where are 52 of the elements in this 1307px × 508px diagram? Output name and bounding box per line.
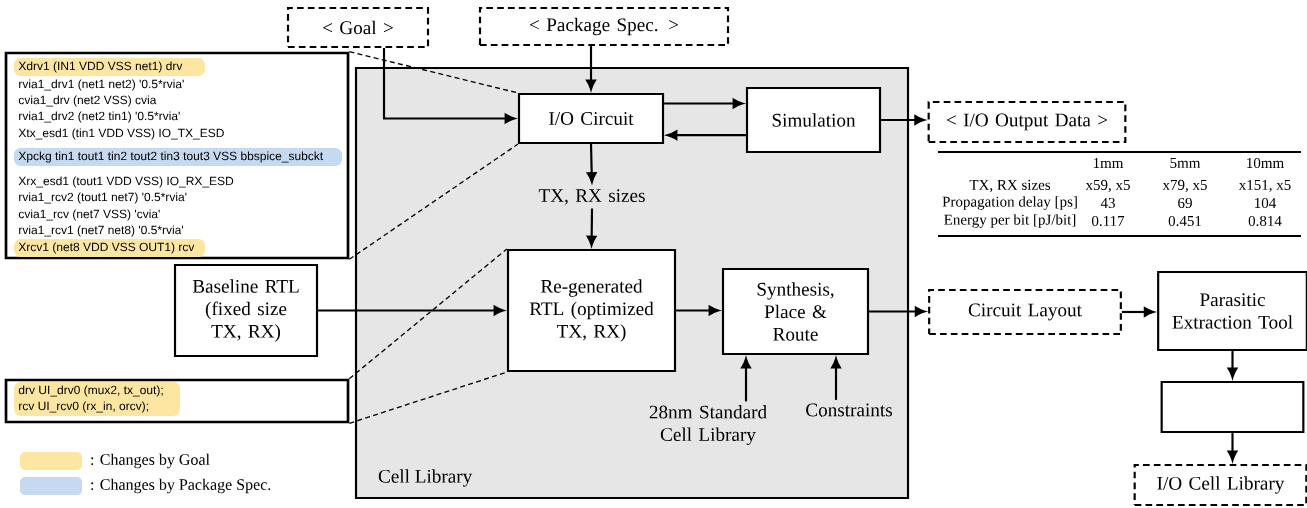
table-cell: 0.814 — [1248, 215, 1282, 227]
input-box: < Package Spec. > — [478, 6, 730, 47]
table-cell: x79, x5 — [1162, 179, 1207, 193]
input-box: < Goal > — [286, 6, 430, 49]
arrow — [1121, 307, 1155, 317]
legend-label: : Changes by Goal — [91, 453, 210, 469]
arrow — [676, 305, 720, 316]
flow-label: Constraints — [806, 403, 892, 417]
arrow — [881, 115, 925, 125]
arrow — [831, 357, 841, 400]
table-cell: 0.451 — [1168, 215, 1201, 227]
table-cell: x151, x5 — [1238, 179, 1291, 193]
zoom-line — [348, 248, 508, 380]
process-box: Synthesis, Place & Route — [721, 267, 870, 356]
table-cell: Energy per bit [pJ/bit] — [944, 214, 1076, 228]
arrow — [586, 208, 597, 247]
table-cell: 43 — [1100, 197, 1115, 209]
process-box: Baseline RTL (fixed size TX, RX) — [173, 263, 319, 358]
arrow — [1227, 433, 1238, 462]
table-cell: 104 — [1255, 197, 1276, 209]
output-box: Circuit Layout — [928, 288, 1122, 336]
process-box: I/O Circuit — [517, 92, 665, 145]
code-box: Xdrv1 (IN1 VDD VSS net1) drv rvia1_drv1 (net1 net2) '0.5*rvia' cvia1_drv (net2 VSS) cvia rvia1_drv2 (net2 tin1) '0.5*rvia' Xtx_esd1 (tin1 VDD VSS) IO_TX_ESD Xpckg tin1 tout1 tin2 tout2 tin3 tout3 VSS bbspice_subckt Xrx_esd1 (tout1 VDD VSS) IO_RX_ESD rvia1_rcv2 (tout1 net7) '0.5*rvia' cvia1_rcv (net7 VSS) 'cvia' rvia1_rcv1 (net7 net8) '0.5*rvia' Xrcv1 (net8 VDD VSS OUT1) rcv — [4, 51, 350, 260]
arrow — [586, 144, 597, 183]
output-box: < I/O Output Data > — [927, 100, 1127, 144]
arrow — [666, 130, 746, 141]
zoom-line — [348, 371, 508, 424]
arrow — [586, 46, 596, 91]
arrow — [382, 48, 516, 124]
arrow — [741, 357, 751, 402]
process-box: Re-generated RTL (optimized TX, RX) — [506, 248, 677, 373]
arrow — [318, 305, 505, 316]
legend-label: : Changes by Package Spec. — [91, 478, 271, 494]
flow-label: TX, RX sizes — [538, 189, 645, 205]
arrow — [869, 306, 926, 317]
table-cell: TX, RX sizes — [969, 179, 1051, 193]
table-cell: 5mm — [1170, 158, 1201, 168]
output-box: I/O Cell Library — [1133, 463, 1307, 507]
table-cell: Propagation delay [ps] — [942, 196, 1077, 210]
table-cell: x59, x5 — [1085, 179, 1130, 193]
table-cell: 10mm — [1247, 157, 1284, 169]
arrow — [664, 98, 744, 109]
code-box: drv UI_drv0 (mux2, tx_out); rcv UI_rcv0 (rx_in, orcv); — [4, 378, 350, 424]
process-box: Simulation — [745, 86, 882, 154]
zoom-line — [348, 143, 519, 260]
table-cell: 69 — [1178, 197, 1192, 209]
process-box: Parasitic Extraction Tool — [1157, 270, 1307, 352]
flow-label: 28nm Standard Cell Library — [649, 405, 767, 445]
process-box — [1160, 380, 1305, 434]
table-cell: 0.117 — [1092, 215, 1125, 227]
arrow — [1227, 351, 1238, 379]
table-cell: 1mm — [1093, 158, 1124, 168]
